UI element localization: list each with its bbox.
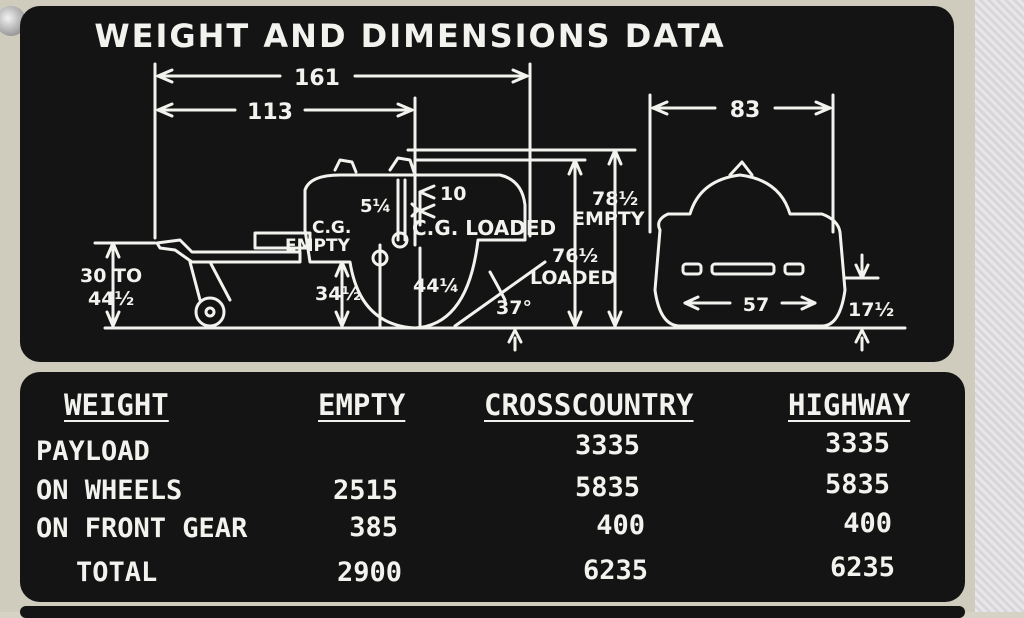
dim-angle: 37° [496,297,532,319]
dim-clearance: 17½ [848,299,894,321]
column-header-highway: HIGHWAY [788,388,911,422]
cell-crosscountry: 6235 [582,555,648,586]
column-header-crosscountry: CROSSCOUNTRY [484,388,694,422]
cell-crosscountry: 3335 [574,430,640,461]
label-empty: EMPTY [572,208,645,230]
trailer-dimension-diagram: 161 113 83 5¼ 10 C.G. EMPTY C.G. LOADED … [80,62,907,352]
trailer-rear-view [653,173,847,328]
label-cg-empty-2: EMPTY [285,236,351,256]
dim-overall-length: 161 [294,66,340,91]
plate-title: WEIGHT AND DIMENSIONS DATA [94,17,726,55]
front-wheel [194,296,226,328]
cell-crosscountry: 400 [596,510,645,541]
dim-overall-width: 83 [730,98,761,123]
background-fabric [975,0,1024,612]
dim-cg-height-loaded: 44¼ [413,275,459,297]
label-cg-empty-1: C.G. [312,218,351,238]
dim-cg-height-empty: 34½ [315,283,361,305]
row-label: ON WHEELS [36,475,183,506]
cell-empty: 2515 [332,475,398,506]
cell-highway: 3335 [824,428,890,459]
cell-highway: 400 [843,508,892,539]
label-loaded: LOADED [530,267,616,289]
dim-hitch-height-2: 44½ [88,288,134,310]
row-label: ON FRONT GEAR [36,513,248,544]
label-cg-loaded: C.G. LOADED [412,216,556,240]
column-header-empty: EMPTY [318,388,406,422]
cell-crosscountry: 5835 [574,472,640,503]
cell-highway: 6235 [829,552,895,583]
cell-empty: 2900 [336,557,402,588]
dim-cg-length: 113 [247,100,293,125]
dim-height-empty: 78½ [592,188,638,210]
column-header-weight: WEIGHT [64,388,169,422]
dim-track: 57 [743,294,769,316]
lower-panel-edge [20,606,965,618]
dim-height-loaded: 76½ [552,245,598,267]
cell-empty: 385 [349,512,398,543]
dim-offset-10: 10 [440,183,466,205]
trailer-tank [303,173,527,330]
row-label: TOTAL [76,557,158,588]
row-label: PAYLOAD [36,436,150,467]
weight-table-panel [20,372,965,602]
dim-offset-5-1-4: 5¼ [360,196,391,217]
cell-highway: 5835 [824,469,890,500]
trailer-drawbar [155,238,302,264]
dim-hitch-height-1: 30 TO [80,265,142,287]
